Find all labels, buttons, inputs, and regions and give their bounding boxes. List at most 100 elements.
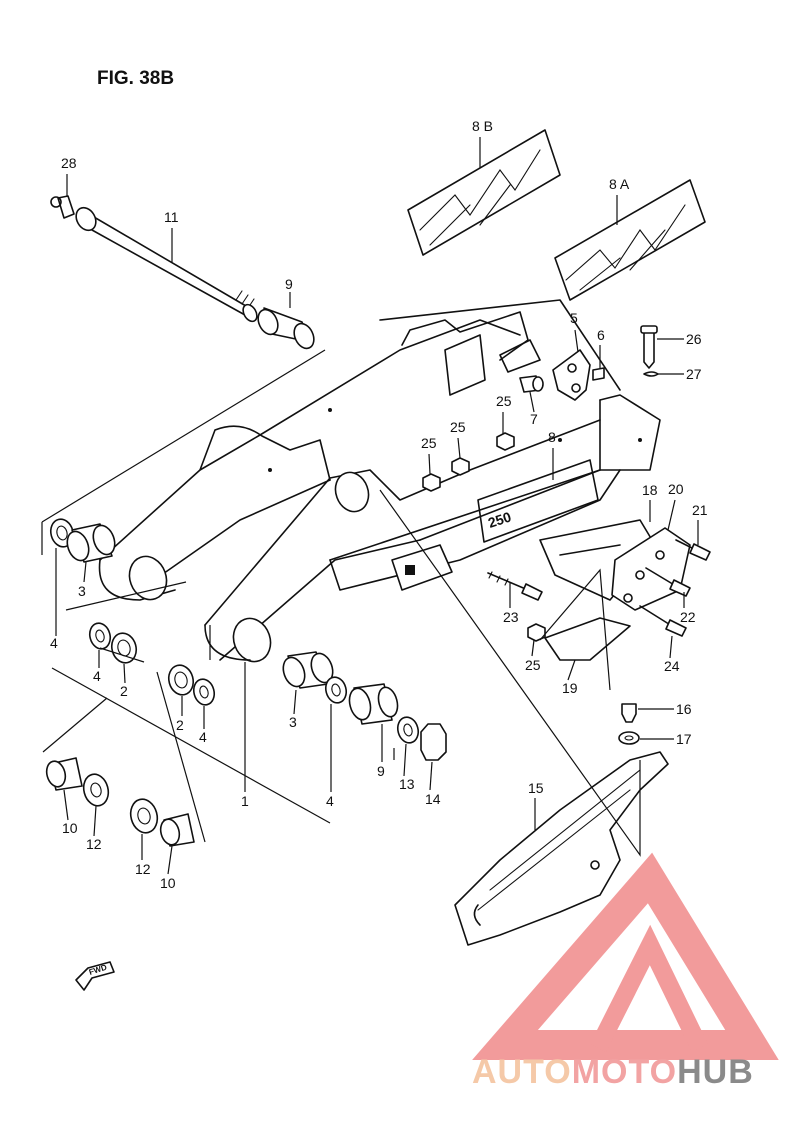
watermark-brand-c: HUB xyxy=(677,1053,754,1091)
seal-4-mid xyxy=(88,622,112,650)
callout-8: 8 xyxy=(548,429,556,445)
callout-4a: 4 xyxy=(50,635,58,651)
callout-leader-20 xyxy=(667,499,676,531)
callout-4d: 4 xyxy=(326,793,334,809)
callout-7: 7 xyxy=(530,411,538,427)
callout-leader-3b xyxy=(293,689,297,715)
watermark-brand-b: MOTO xyxy=(572,1053,677,1091)
bolt-21 xyxy=(675,539,711,561)
bolt-24 xyxy=(639,605,687,637)
callout-26: 26 xyxy=(686,331,702,347)
collar-9-lower xyxy=(348,683,399,725)
fwd-arrow-icon: FWD xyxy=(75,961,115,991)
callout-10a: 10 xyxy=(62,820,78,836)
bolt-16 xyxy=(621,703,637,723)
seal-12-left xyxy=(82,773,110,807)
callout-leader-25c xyxy=(428,453,431,475)
spacer-2-right xyxy=(167,664,195,696)
callout-15: 15 xyxy=(528,780,544,796)
bearing-3-upper xyxy=(66,523,116,563)
clip-27 xyxy=(643,371,659,377)
callout-23: 23 xyxy=(503,609,519,625)
callout-8b: 8 B xyxy=(472,118,493,134)
callout-8a: 8 A xyxy=(609,176,630,192)
callout-4b: 4 xyxy=(93,668,101,684)
callout-9b: 9 xyxy=(377,763,385,779)
callout-1: 1 xyxy=(241,793,249,809)
guard-19 xyxy=(544,617,631,661)
nut-25-d xyxy=(527,623,546,642)
callout-4c: 4 xyxy=(199,729,207,745)
callout-25a: 25 xyxy=(496,393,512,409)
callout-11: 11 xyxy=(164,209,179,225)
callout-28: 28 xyxy=(61,155,77,171)
watermark-logo-icon xyxy=(472,852,779,1060)
bolt-6 xyxy=(592,367,605,381)
callout-leader-10a xyxy=(63,789,69,821)
pivot-shaft-11 xyxy=(50,195,258,323)
callout-leader-13 xyxy=(403,743,407,777)
callout-leader-24 xyxy=(669,635,673,659)
spacer-10-right xyxy=(159,813,195,847)
callout-9a: 9 xyxy=(285,276,293,292)
callout-leader-14 xyxy=(429,761,433,791)
callout-3a: 3 xyxy=(78,583,86,599)
callout-6: 6 xyxy=(597,327,605,343)
callout-leader-10b xyxy=(167,845,173,875)
callout-leader-3a xyxy=(83,561,87,583)
plate-5 xyxy=(552,349,591,401)
callout-18: 18 xyxy=(642,482,658,498)
decal-8a xyxy=(554,179,706,301)
callout-leader-19 xyxy=(567,659,576,681)
callout-3b: 3 xyxy=(289,714,297,730)
nut-25-c xyxy=(422,473,441,492)
callout-19: 19 xyxy=(562,680,578,696)
callout-27: 27 xyxy=(686,366,702,382)
bolt-22 xyxy=(645,567,691,597)
callout-20: 20 xyxy=(668,481,684,497)
washer-13 xyxy=(396,716,420,744)
assembly-lines xyxy=(41,349,641,857)
seal-4-lower xyxy=(324,676,348,704)
callout-12b: 12 xyxy=(135,861,151,877)
pin-26 xyxy=(640,325,658,369)
callout-16: 16 xyxy=(676,701,692,717)
callout-24: 24 xyxy=(664,658,680,674)
callout-leader-25b xyxy=(457,437,461,459)
callout-22: 22 xyxy=(680,609,696,625)
callout-2a: 2 xyxy=(120,683,128,699)
callout-leader-2a xyxy=(123,663,126,684)
bolt-23 xyxy=(487,571,543,601)
figure-title: FIG. 38B xyxy=(97,68,174,89)
callout-10b: 10 xyxy=(160,875,176,891)
nut-14 xyxy=(420,723,447,761)
callout-25d: 25 xyxy=(525,657,541,673)
callout-leader-5 xyxy=(574,329,579,353)
decal-250: 250 xyxy=(486,508,513,531)
seal-12-right xyxy=(129,798,159,834)
spacer-2-left xyxy=(110,632,138,664)
callout-12a: 12 xyxy=(86,836,102,852)
decal-8b xyxy=(407,129,561,256)
callout-21: 21 xyxy=(692,502,708,518)
chain-slider-15 xyxy=(454,751,669,946)
spacer-10-left xyxy=(45,757,83,791)
watermark-text: AUTOMOTOHUB xyxy=(472,1053,754,1091)
callout-leader-7 xyxy=(529,391,535,413)
callout-14: 14 xyxy=(425,791,441,807)
callout-17: 17 xyxy=(676,731,692,747)
collar-9-upper xyxy=(257,307,315,350)
callout-leader-12a xyxy=(93,805,97,837)
watermark-brand-a: AUTO xyxy=(472,1053,572,1091)
washer-17 xyxy=(618,731,640,745)
callout-13: 13 xyxy=(399,776,415,792)
callout-2b: 2 xyxy=(176,717,184,733)
seal-4-right xyxy=(192,678,216,706)
callout-25c: 25 xyxy=(421,435,437,451)
callout-leader-25d xyxy=(531,639,535,657)
nut-25-a xyxy=(496,432,515,451)
callout-25b: 25 xyxy=(450,419,466,435)
callout-5: 5 xyxy=(570,310,578,326)
